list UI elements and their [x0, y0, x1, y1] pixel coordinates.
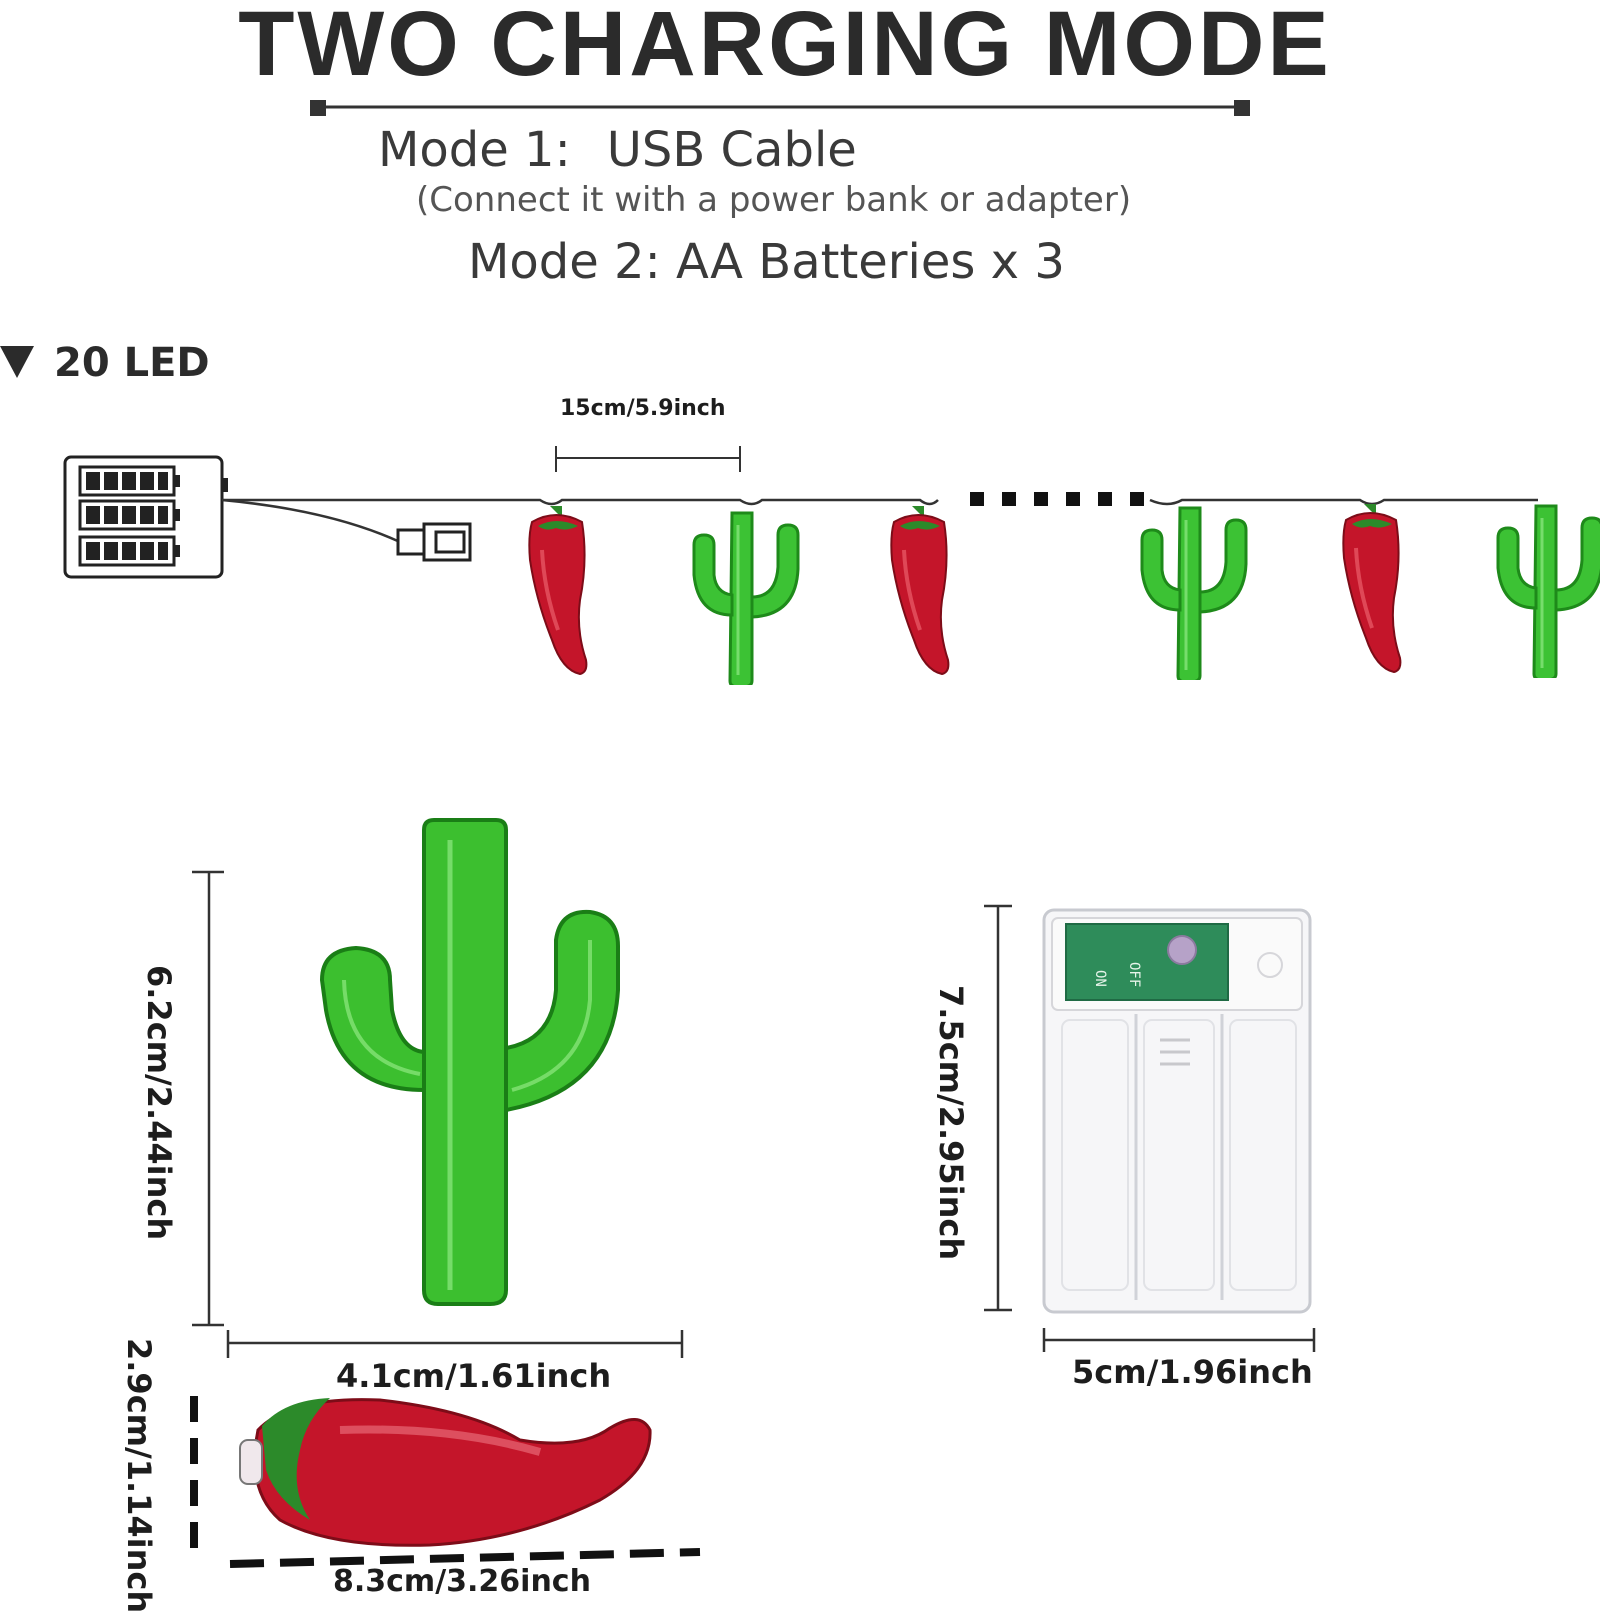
cactus-light-icon [692, 511, 800, 685]
led-arrow-icon [0, 346, 34, 378]
mode1-line: Mode 1: USB Cable [378, 122, 857, 178]
battery-case-icon [1042, 908, 1312, 1314]
pepper-height-label: 2.9cm/1.14inch [120, 1338, 158, 1613]
pepper-light-icon [1341, 502, 1403, 674]
switch-label: ON [1092, 970, 1108, 987]
cactus-light-icon [1140, 506, 1248, 680]
mode1-note: (Connect it with a power bank or adapter… [416, 180, 1132, 220]
cactus-height-label: 6.2cm/2.44inch [140, 965, 178, 1241]
cactus-width-label: 4.1cm/1.61inch [336, 1357, 612, 1395]
page-title: TWO CHARGING MODE [238, 0, 1332, 95]
pepper-light-icon [889, 504, 951, 676]
mode1-label: Mode 1: [378, 122, 571, 178]
pepper-light-icon [527, 504, 589, 676]
switch-on-label: ON [1092, 970, 1108, 987]
switch-off-label: OFF [1126, 962, 1142, 987]
box-height-label: 7.5cm/2.95inch [932, 985, 970, 1261]
mode2-line: Mode 2: AA Batteries x 3 [468, 234, 1065, 290]
led-count-label: 20 LED [54, 340, 210, 386]
cactus-light-icon [1496, 504, 1600, 678]
mode1-value: USB Cable [606, 122, 857, 178]
pepper-large-icon [239, 1398, 652, 1547]
spacing-label: 15cm/5.9inch [560, 396, 726, 421]
svg-text:OFF: OFF [1126, 962, 1142, 987]
box-width-label: 5cm/1.96inch [1072, 1353, 1313, 1391]
cactus-large-icon [319, 818, 620, 1306]
battery-box-icon [63, 455, 228, 579]
usb-plug-icon [396, 522, 472, 562]
pepper-length-label: 8.3cm/3.26inch [333, 1564, 591, 1599]
